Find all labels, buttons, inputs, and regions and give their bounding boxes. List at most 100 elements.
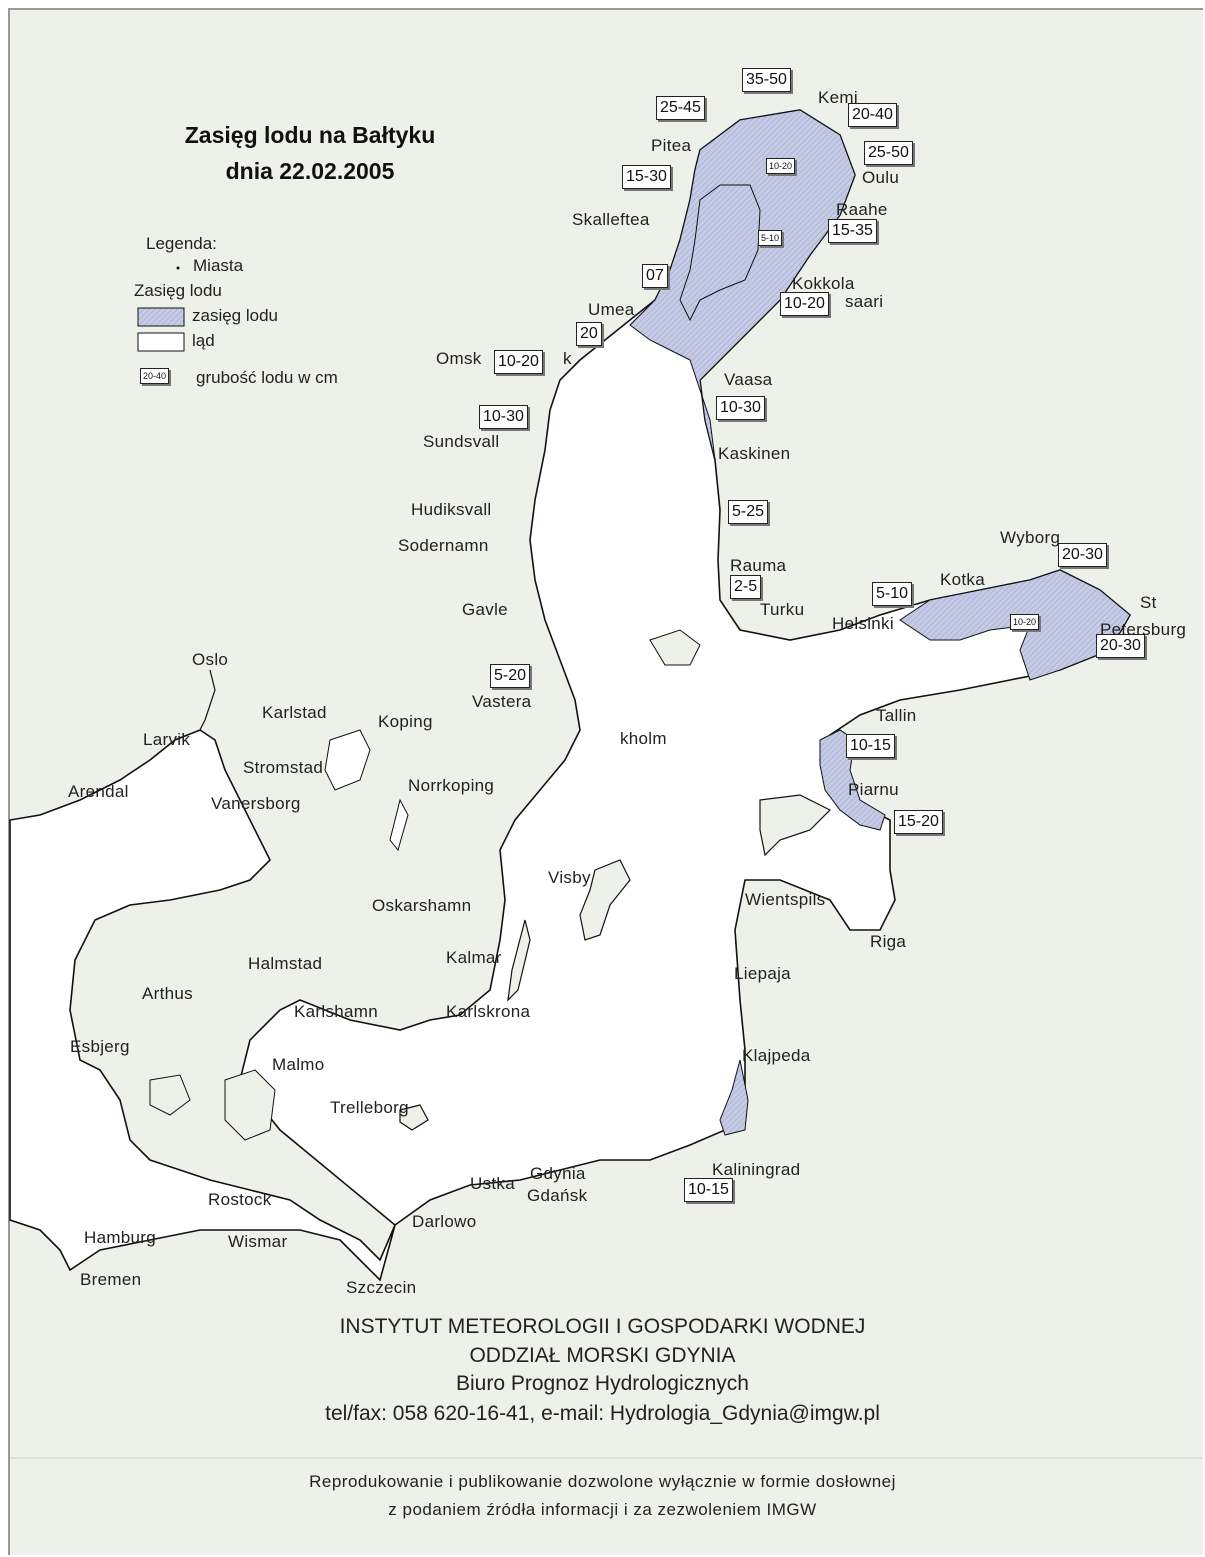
city-umea: Umea	[588, 300, 635, 319]
city-esbjerg: Esbjerg	[70, 1037, 130, 1056]
ice-thickness-label: 25-50	[864, 141, 913, 165]
legend-thickness-label: grubość lodu w cm	[196, 368, 338, 387]
legend-ice-heading: Zasięg lodu	[134, 281, 222, 300]
city-helsinki: Helsinki	[832, 614, 894, 633]
city-halmstad: Halmstad	[248, 954, 323, 973]
city-sodernamn: Sodernamn	[398, 536, 489, 555]
city-kotka: Kotka	[940, 570, 985, 589]
city-norrkoping: Norrkoping	[408, 776, 495, 795]
city-larvik: Larvik	[143, 730, 191, 749]
city-wismar: Wismar	[228, 1232, 288, 1251]
ice-thickness-label: 10-20	[766, 158, 796, 174]
footer-institute: INSTYTUT METEOROLOGII I GOSPODARKI WODNE…	[339, 1315, 866, 1338]
city-ventspils: Wientspils	[745, 890, 826, 909]
city-skelleftea: Skalleftea	[572, 210, 650, 229]
island-aland	[649, 629, 701, 666]
footer-bureau: Biuro Prognoz Hydrologicznych	[456, 1372, 749, 1395]
ice-thickness-label: 15-20	[894, 810, 943, 834]
city-rostock: Rostock	[208, 1190, 272, 1209]
legend-cities-label: Miasta	[193, 256, 244, 275]
city-sundsvall: Sundsvall	[423, 432, 500, 451]
city-karlstad: Karlstad	[262, 703, 327, 722]
ice-thickness-label: 10-30	[716, 396, 765, 420]
city-vasteras: Vastera	[472, 692, 532, 711]
city-darlowo: Darlowo	[412, 1212, 477, 1231]
legend-city-dot	[176, 266, 180, 270]
legend-land-label: ląd	[192, 331, 215, 350]
city-klajpeda: Klajpeda	[742, 1046, 811, 1065]
ice-thickness-label: 5-10	[758, 230, 783, 246]
city-vaasa: Vaasa	[724, 370, 773, 389]
legend-heading: Legenda:	[146, 234, 217, 253]
city-ornskoldsvik-end: k	[563, 349, 572, 368]
ice-thickness-label: 15-35	[828, 219, 877, 243]
legend-ice-extent-label: zasięg lodu	[192, 306, 279, 325]
city-oslo: Oslo	[192, 650, 229, 669]
map-title-line2: dnia 22.02.2005	[225, 158, 395, 184]
city-trelleborg: Trelleborg	[330, 1098, 409, 1117]
city-pietarsaari: saari	[845, 292, 884, 311]
ice-thickness-label: 20-40	[848, 103, 897, 127]
city-ustka: Ustka	[470, 1174, 515, 1193]
city-gavle: Gavle	[462, 600, 508, 619]
city-visby: Visby	[548, 868, 591, 887]
ice-thickness-label: 20-30	[1096, 634, 1145, 658]
city-tallin: Tallin	[876, 706, 917, 725]
city-hudiksvall: Hudiksvall	[411, 500, 492, 519]
map-title-line1: Zasięg lodu na Bałtyku	[184, 122, 436, 148]
oslo-fjord	[199, 669, 216, 731]
footer-copyright-line1: Reprodukowanie i publikowanie dozwolone …	[309, 1472, 896, 1491]
legend-ice-swatch	[137, 307, 185, 327]
city-pitea: Pitea	[651, 136, 692, 155]
island-saaremaa	[759, 794, 832, 857]
city-bremen: Bremen	[80, 1270, 142, 1289]
city-karlskrona: Karlskrona	[446, 1002, 531, 1021]
island-bornholm	[399, 1104, 429, 1131]
lake-vattern	[389, 798, 409, 852]
city-stockholm: kholm	[620, 729, 667, 748]
city-gdansk: Gdańsk	[527, 1186, 588, 1205]
ice-thickness-label: 10-15	[684, 1178, 733, 1202]
city-arendal: Arendal	[68, 782, 129, 801]
city-stromstad: Stromstad	[243, 758, 324, 777]
city-oskarshamn: Oskarshamn	[372, 896, 472, 915]
ice-thickness-label: 10-20	[1010, 614, 1040, 630]
lake-vanern	[324, 729, 371, 791]
ice-thickness-label: 15-30	[622, 165, 671, 189]
footer-copyright-line2: z podaniem źródła informacji i za zezwol…	[388, 1500, 817, 1519]
city-kalmar: Kalmar	[446, 948, 502, 967]
city-kokkola: Kokkola	[792, 274, 855, 293]
ice-bothnian-bay	[629, 109, 856, 461]
city-kemi: Kemi	[818, 88, 858, 107]
city-vanersborg: Vanersborg	[211, 794, 301, 813]
ice-thickness-label: 10-30	[479, 405, 528, 429]
ice-thickness-label: 20-30	[1058, 543, 1107, 567]
island-oland	[507, 919, 531, 1002]
city-malmo: Malmo	[272, 1055, 325, 1074]
city-riga: Riga	[870, 932, 907, 951]
footer-contact: tel/fax: 058 620-16-41, e-mail: Hydrolog…	[325, 1402, 880, 1425]
legend-land-swatch	[137, 332, 185, 352]
ice-thickness-label: 5-25	[728, 500, 769, 524]
city-rauma: Rauma	[730, 556, 787, 575]
city-st: St	[1140, 593, 1157, 612]
city-raahe: Raahe	[836, 200, 888, 219]
ice-thickness-label: 2-5	[730, 575, 762, 599]
city-koping: Koping	[378, 712, 433, 731]
ice-thickness-label: 5-10	[872, 582, 913, 606]
city-parnu: Piarnu	[848, 780, 899, 799]
city-gdynia: Gdynia	[530, 1164, 586, 1183]
city-kaskinen: Kaskinen	[718, 444, 791, 463]
ice-thickness-label: 5-20	[490, 664, 531, 688]
ice-curonian-lagoon	[719, 1059, 749, 1136]
city-oulu: Oulu	[862, 168, 900, 187]
city-arhus: Arthus	[142, 984, 193, 1003]
ice-thickness-label: 07	[642, 264, 668, 288]
ice-thickness-label: 25-45	[656, 96, 705, 120]
legend-thickness-sample: 20-40	[140, 368, 170, 384]
ice-thickness-label: 10-20	[494, 350, 543, 374]
ice-thickness-label: 20	[576, 322, 602, 346]
island-gotland	[579, 859, 631, 941]
city-kaliningrad: Kaliningrad	[712, 1160, 801, 1179]
city-ornskoldsvik: Omsk	[436, 349, 482, 368]
